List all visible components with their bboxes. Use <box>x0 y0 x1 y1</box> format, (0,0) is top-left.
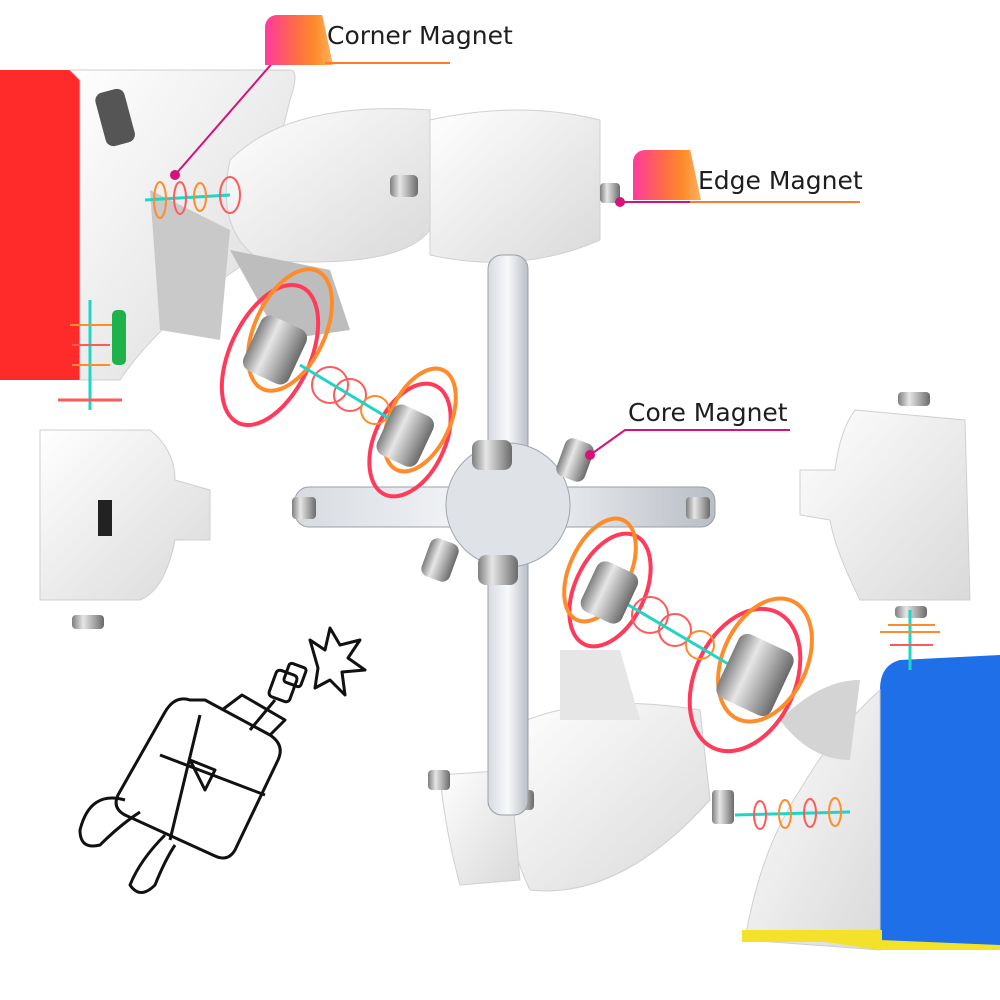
bottom-edge-pieces <box>428 650 734 892</box>
red-corner-piece <box>0 69 296 381</box>
green-indicator <box>112 310 126 365</box>
corner-magnet-tag <box>265 15 315 65</box>
left-edge-piece <box>39 429 211 629</box>
robot-icon <box>78 661 308 894</box>
magnetic-field-upper <box>219 267 458 499</box>
top-edge-pieces <box>225 108 620 340</box>
edge-magnet-underline <box>690 201 860 203</box>
core-cross <box>292 254 716 816</box>
right-edge-piece <box>799 392 971 618</box>
blue-corner-piece <box>742 655 1000 951</box>
edge-magnet-label: Edge Magnet <box>698 166 863 195</box>
spark-icon <box>308 626 367 697</box>
magnetic-field-lower <box>562 516 814 754</box>
core-magnet-label: Core Magnet <box>628 398 788 427</box>
corner-magnet-underline <box>325 62 450 64</box>
field-rings-small <box>58 176 940 830</box>
corner-magnet-label: Corner Magnet <box>327 21 513 50</box>
edge-magnet-tag <box>633 150 683 200</box>
